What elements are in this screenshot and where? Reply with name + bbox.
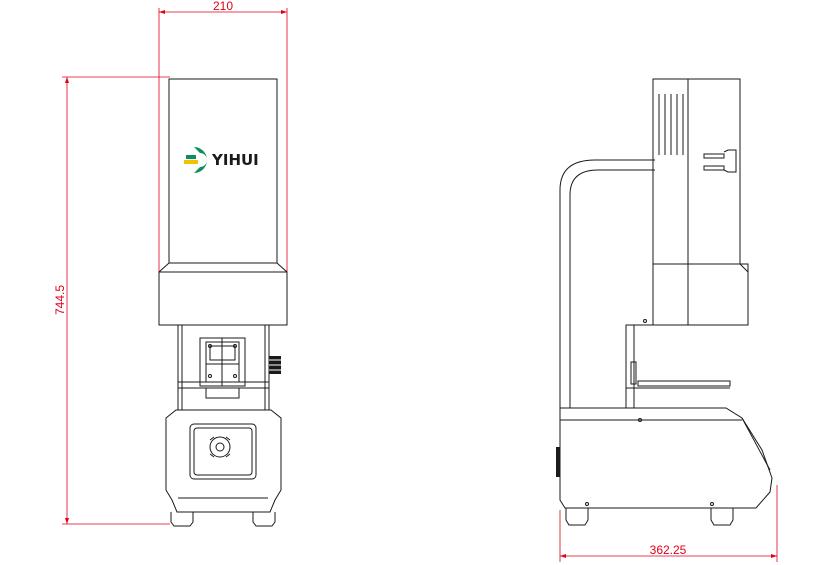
side-foot-right	[710, 508, 734, 526]
head-housing	[158, 78, 288, 326]
logo-green-mark	[194, 147, 207, 173]
height-dimension: 744.5	[53, 76, 170, 525]
pedal-switch-icon	[209, 436, 231, 458]
depth-dimension: 362.25	[559, 485, 778, 562]
side-table	[625, 324, 731, 409]
depth-dimension-label: 362.25	[650, 543, 687, 557]
side-frame	[559, 159, 655, 408]
front-base	[165, 409, 282, 527]
press-column	[177, 324, 281, 411]
height-dimension-label: 744.5	[53, 285, 67, 315]
yihui-logo: YIHUI	[184, 147, 259, 173]
side-handle	[723, 149, 737, 173]
front-foot-right	[252, 512, 276, 527]
side-view: 362.25	[556, 78, 778, 562]
side-base	[556, 407, 773, 526]
logo-yellow-mark	[184, 160, 198, 164]
front-foot-left	[170, 512, 194, 527]
side-head	[643, 78, 749, 326]
brand-text: YIHUI	[211, 151, 259, 169]
width-dimension-label: 210	[213, 0, 233, 13]
side-foot-left	[565, 508, 589, 526]
front-view: 210 744.5 YIHUI	[53, 0, 288, 527]
